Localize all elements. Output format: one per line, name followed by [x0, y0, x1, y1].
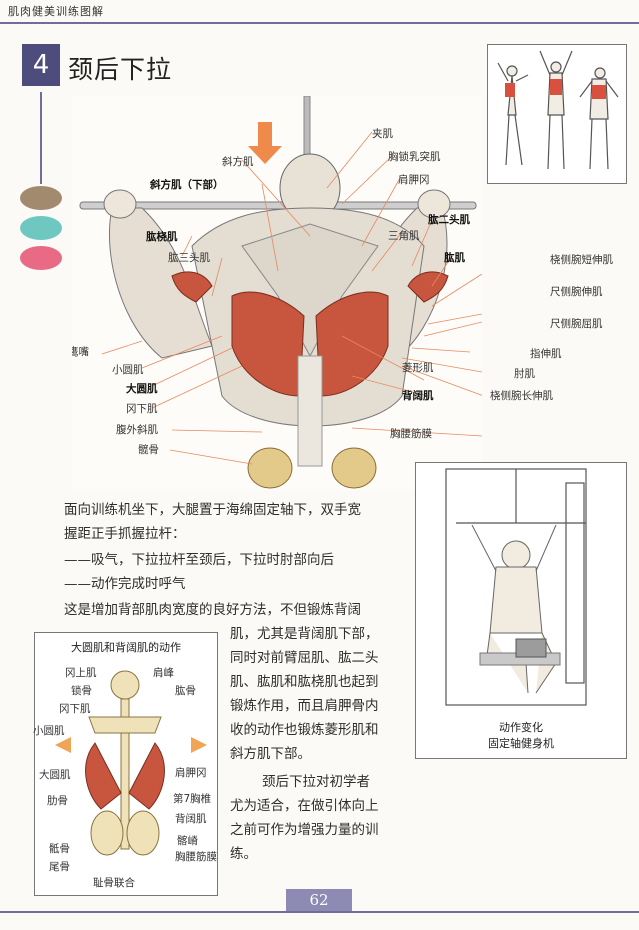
label-supraspinatus: 冈上肌 — [65, 667, 97, 679]
page-number-box — [286, 889, 352, 911]
label-fcu: 尺侧腕屈肌 — [550, 318, 603, 330]
fixed-axis-machine-drawing — [445, 468, 587, 706]
label-infraspinatus-inset: 冈下肌 — [59, 703, 91, 715]
label-clavicle: 锁骨 — [71, 685, 92, 697]
label-thoracolumbar-fascia: 胸腰筋膜 — [390, 428, 432, 440]
footer-rule — [0, 911, 639, 913]
label-ecu: 尺侧腕伸肌 — [550, 286, 603, 298]
label-hip-bone: 髋骨 — [138, 444, 159, 456]
label-brachioradialis: 肱桡肌 — [146, 231, 178, 243]
paragraph-2-line-7: 斜方肌下部。 — [230, 746, 311, 762]
right-arrow-icon — [191, 737, 207, 753]
label-teres-minor-inset: 小圆肌 — [33, 725, 65, 737]
label-extensor-digitorum: 指伸肌 — [530, 348, 562, 360]
machine-subcaption: 固定轴健身机 — [488, 737, 554, 750]
label-spine-of-scapula: 肩胛冈 — [398, 174, 430, 186]
step-2: ——动作完成时呼气 — [64, 576, 186, 592]
label-latissimus-inset: 背阔肌 — [175, 813, 207, 825]
label-teres-minor: 小圆肌 — [112, 364, 144, 376]
difficulty-dot-teal — [20, 216, 62, 240]
label-t7: 第7胸椎 — [173, 793, 212, 805]
label-brachialis: 肱肌 — [444, 252, 465, 264]
label-thoracolumbar-fascia-inset: 胸腰筋膜 — [175, 851, 217, 863]
paragraph-3-line-2: 尤为适合，在做引体向上 — [230, 798, 379, 814]
paragraph-1-line-1: 面向训练机坐下，大腿置于海绵固定轴下，双手宽 — [64, 502, 361, 518]
label-trapezius: 斜方肌 — [222, 156, 254, 168]
lat-pulldown-back-muscles — [79, 96, 482, 489]
teres-lats-action-inset: 大圆肌和背阔肌的动作 冈上肌 肩峰 锁骨 肱骨 冈下肌 小圆肌 大圆肌 肩胛冈 … — [33, 632, 218, 896]
label-triceps: 肱三头肌 — [168, 252, 210, 264]
spine-skeleton-drawing — [55, 670, 207, 856]
label-external-oblique: 腹外斜肌 — [116, 424, 158, 436]
paragraph-3-line-3: 之前可作为增强力量的训 — [230, 822, 379, 838]
label-pubic-symphysis: 耻骨联合 — [93, 877, 135, 889]
label-ribs: 肋骨 — [47, 795, 68, 807]
down-arrow-icon — [248, 122, 282, 164]
label-infraspinatus: 冈下肌 — [126, 403, 158, 415]
label-latissimus-dorsi: 背阔肌 — [402, 390, 434, 402]
paragraph-2-line-4: 肌、肱肌和肱桡肌也起到 — [230, 674, 379, 690]
label-sacrum: 骶骨 — [49, 843, 70, 855]
main-anatomy-illustration: 斜方肌 斜方肌（下部） 肱桡肌 肱三头肌 鹰嘴 小圆肌 大圆肌 冈下肌 腹外斜肌… — [72, 96, 482, 491]
label-teres-major-inset: 大圆肌 — [39, 769, 71, 781]
paragraph-1-line-2: 握距正手抓握拉杆： — [64, 526, 186, 542]
label-ecrl: 桡侧腕长伸肌 — [490, 390, 553, 402]
label-anconeus: 肘肌 — [514, 368, 535, 380]
movement-sequence-figures — [497, 50, 619, 170]
paragraph-3-line-1: 颈后下拉对初学者 — [262, 774, 370, 790]
paragraph-2-line-6: 收的动作也锻炼菱形肌和 — [230, 722, 379, 738]
paragraph-2-line-2: 肌，尤其是背阔肌下部， — [230, 626, 379, 642]
label-coccyx: 尾骨 — [49, 861, 70, 873]
label-splenius: 夹肌 — [372, 128, 393, 140]
paragraph-2-line-5: 锻炼作用，而且肩胛骨内 — [230, 698, 379, 714]
label-biceps: 肱二头肌 — [428, 214, 470, 226]
label-spine-of-scapula-inset: 肩胛冈 — [175, 767, 207, 779]
label-olecranon: 鹰嘴 — [72, 346, 89, 358]
left-arrow-icon — [55, 737, 71, 753]
difficulty-dot-brown — [20, 186, 62, 210]
label-acromion: 肩峰 — [153, 667, 174, 679]
machine-variation-inset: 动作变化 固定轴健身机 — [415, 462, 627, 759]
label-teres-major: 大圆肌 — [126, 383, 158, 395]
section-margin-rule — [40, 92, 42, 184]
page-number: 62 — [309, 891, 329, 909]
machine-caption: 动作变化 — [499, 721, 543, 734]
running-header: 肌肉健美训练图解 — [8, 5, 104, 18]
paragraph-2-line-3: 同时对前臂屈肌、肱二头 — [230, 650, 379, 666]
label-humerus: 肱骨 — [175, 685, 196, 697]
paragraph-3-line-4: 练。 — [230, 846, 257, 862]
label-iliac-crest: 髂嵴 — [177, 835, 198, 847]
header-rule — [0, 22, 639, 24]
difficulty-dot-pink — [20, 246, 62, 270]
paragraph-2-line-1: 这是增加背部肌肉宽度的良好方法，不但锻炼背阔 — [64, 602, 361, 618]
inset-title: 大圆肌和背阔肌的动作 — [71, 641, 181, 654]
label-sternocleidomastoid: 胸锁乳突肌 — [388, 151, 441, 163]
section-number-badge: 4 — [22, 44, 60, 86]
label-deltoid: 三角肌 — [388, 230, 420, 242]
label-rhomboids: 菱形肌 — [402, 362, 434, 374]
label-ecrb: 桡侧腕短伸肌 — [550, 254, 613, 266]
step-1: ——吸气，下拉拉杆至颈后，下拉时肘部向后 — [64, 552, 334, 568]
section-title: 颈后下拉 — [68, 55, 173, 84]
label-trapezius-lower: 斜方肌（下部） — [150, 179, 224, 191]
movement-sequence-inset — [487, 44, 627, 184]
